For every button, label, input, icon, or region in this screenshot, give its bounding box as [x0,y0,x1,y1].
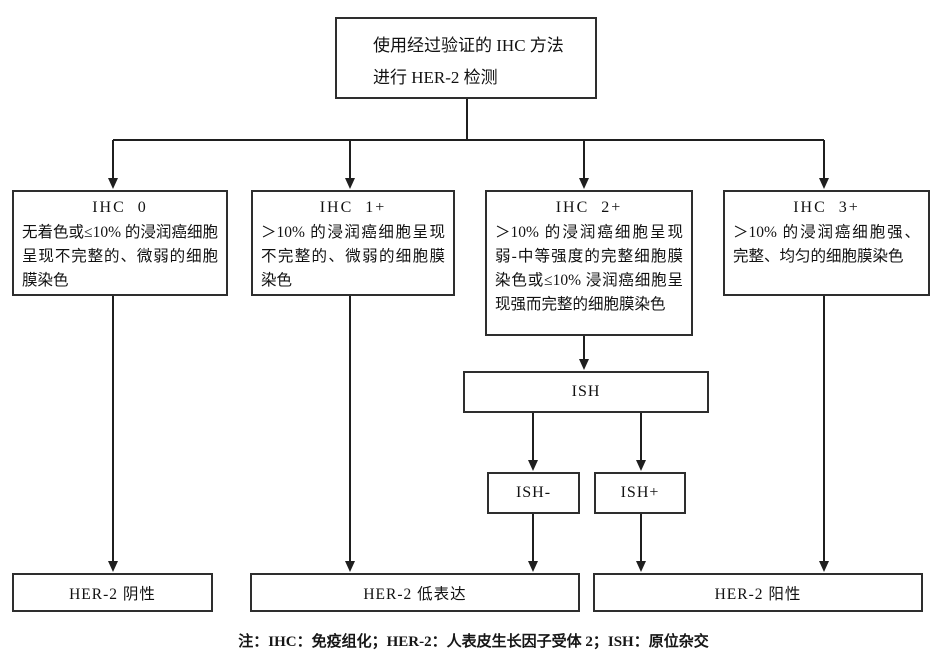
node-ish-negative: ISH- [487,472,580,514]
ihc-2plus-description: ＞10% 的浸润癌细胞呈现弱-中等强度的完整细胞膜染色或≤10% 浸润癌细胞呈现… [495,224,683,313]
ihc-1plus-title: IHC 1+ [319,199,387,216]
ihc-3plus-title: IHC 3+ [793,199,860,216]
ish-positive-label: ISH+ [620,484,660,501]
ihc-0-title: IHC 0 [92,199,148,216]
node-ish-positive: ISH+ [594,472,686,514]
node-her2-positive: HER-2 阳性 [593,573,923,612]
ihc-3plus-description: ＞10% 的浸润癌细胞强、完整、均匀的细胞膜染色 [733,224,920,265]
ihc-1plus-description: ＞10% 的浸润癌细胞呈现不完整的、微弱的细胞膜染色 [261,224,445,289]
ihc-0-description: 无着色或≤10% 的浸润癌细胞呈现不完整的、微弱的细胞膜染色 [22,224,218,289]
node-ihc-0: IHC 0 无着色或≤10% 的浸润癌细胞呈现不完整的、微弱的细胞膜染色 [12,190,228,296]
her2-low-label: HER-2 低表达 [363,585,467,603]
ihc-2plus-title: IHC 2+ [555,199,623,216]
root-line-2: 进行 HER-2 检测 [373,68,498,87]
node-ihc-1plus: IHC 1+ ＞10% 的浸润癌细胞呈现不完整的、微弱的细胞膜染色 [251,190,455,296]
ish-negative-label: ISH- [515,484,552,501]
root-line-1: 使用经过验证的 IHC 方法 [373,36,564,55]
node-root-ihc-test: 使用经过验证的 IHC 方法 进行 HER-2 检测 [335,17,597,99]
her2-positive-label: HER-2 阳性 [714,585,802,603]
node-her2-low: HER-2 低表达 [250,573,580,612]
node-ihc-2plus: IHC 2+ ＞10% 的浸润癌细胞呈现弱-中等强度的完整细胞膜染色或≤10% … [485,190,693,336]
footnote-abbreviations: 注：IHC：免疫组化；HER-2：人表皮生长因子受体 2；ISH：原位杂交 [238,634,709,650]
node-her2-negative: HER-2 阴性 [12,573,213,612]
ish-label: ISH [571,383,601,400]
her2-negative-label: HER-2 阴性 [69,585,156,603]
node-ish: ISH [463,371,709,413]
node-ihc-3plus: IHC 3+ ＞10% 的浸润癌细胞强、完整、均匀的细胞膜染色 [723,190,930,296]
